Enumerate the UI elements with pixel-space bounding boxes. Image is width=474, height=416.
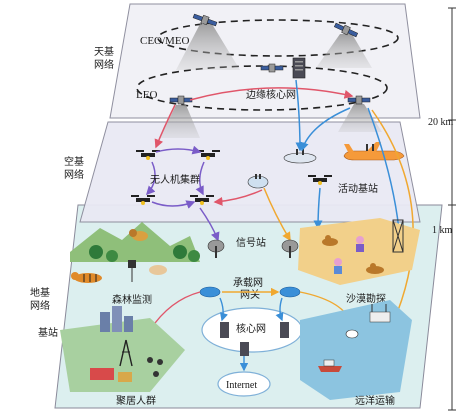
signal-station-label: 信号站: [236, 236, 266, 249]
link-blue: [275, 297, 284, 322]
drone-icon: [308, 175, 332, 185]
link-blue: [295, 79, 305, 152]
server-icon: [280, 322, 289, 338]
altitude-upper: 20 km: [428, 117, 454, 128]
drone-icon: [131, 195, 155, 205]
tethered-balloon-icon: [247, 174, 269, 189]
radar-dish-icon: [281, 239, 299, 258]
ground-layer-label: 网络: [30, 299, 50, 312]
forest-label: 森林监测: [112, 293, 152, 306]
cell-tower-icon: [119, 339, 133, 367]
internet-label: Internet: [226, 380, 257, 391]
port-icon: [369, 304, 391, 323]
internet-cloud: [217, 371, 271, 397]
beam: [160, 105, 200, 138]
ocean-label: 远洋运输: [355, 394, 395, 407]
ground-layer-label: 地基: [30, 286, 50, 299]
router-icon: [199, 286, 221, 298]
airplane-icon: [343, 142, 405, 161]
link-red: [189, 87, 354, 101]
drone-link: [155, 145, 202, 155]
space-layer-label: 网络: [94, 58, 114, 71]
server-icon: [240, 342, 249, 356]
desert-label: 沙漠勘探: [346, 292, 386, 305]
upper-orbit-label: CEO/MEO: [140, 35, 190, 47]
tiger-icon: [71, 272, 102, 283]
worker-icon: [356, 236, 364, 252]
air-plane: [79, 121, 421, 223]
edge-core-server-icon: [292, 57, 306, 79]
building-icon: [100, 306, 133, 332]
beam: [338, 104, 382, 132]
drone-icon: [190, 195, 214, 205]
air-layer-label: 网络: [64, 168, 84, 181]
satellite-icon: [169, 95, 193, 105]
link-blue: [313, 187, 323, 230]
satellite-dish-icon: [345, 329, 359, 339]
carrier-gateway-label: 承载网: [233, 277, 263, 289]
satellite-icon: [333, 22, 359, 38]
camel-icon: [322, 235, 338, 246]
server-icon: [220, 322, 229, 338]
altitude-lower: 1 km: [432, 225, 453, 236]
beam: [176, 24, 240, 70]
radar-dish-icon: [207, 239, 225, 258]
space-layer-label: 天基: [94, 45, 114, 58]
beam: [316, 34, 372, 68]
satellite-icon: [192, 13, 218, 27]
drone-cluster-label: 无人机集群: [150, 173, 200, 186]
carrier-gateway-label: 网关: [240, 288, 260, 301]
upper-orbit: [157, 19, 399, 57]
tree-icon: [89, 245, 200, 262]
active-base-label: 活动基站: [338, 182, 378, 195]
crowd-label: 聚居人群: [116, 394, 156, 407]
oil-rig-icon: [392, 219, 404, 253]
camera-icon: [128, 260, 136, 282]
edge-core-label: 边缘核心网: [246, 88, 296, 101]
people-icon: [147, 357, 163, 377]
router-icon: [279, 286, 301, 298]
lion-icon: [129, 229, 148, 241]
house-icon: [90, 368, 132, 382]
drone-link: [145, 161, 156, 196]
ship-icon: [318, 359, 342, 372]
core-net-label: 核心网: [236, 322, 266, 335]
base-station-label: 基站: [38, 326, 58, 339]
link-blue: [219, 297, 229, 322]
link-purple: [199, 207, 220, 242]
lower-orbit-label: LEO: [136, 89, 157, 101]
worker-icon: [334, 258, 342, 274]
link-red: [213, 189, 263, 206]
deer-icon: [149, 265, 167, 275]
link-red: [154, 104, 176, 149]
link-orange: [263, 187, 291, 242]
drone-link: [195, 161, 205, 196]
ocean-region: [300, 300, 412, 400]
drone-link: [151, 200, 196, 209]
camel-icon: [366, 263, 384, 274]
air-layer-label: 空基: [64, 155, 84, 168]
airship-icon: [283, 149, 317, 164]
satellite-icon: [260, 63, 284, 73]
